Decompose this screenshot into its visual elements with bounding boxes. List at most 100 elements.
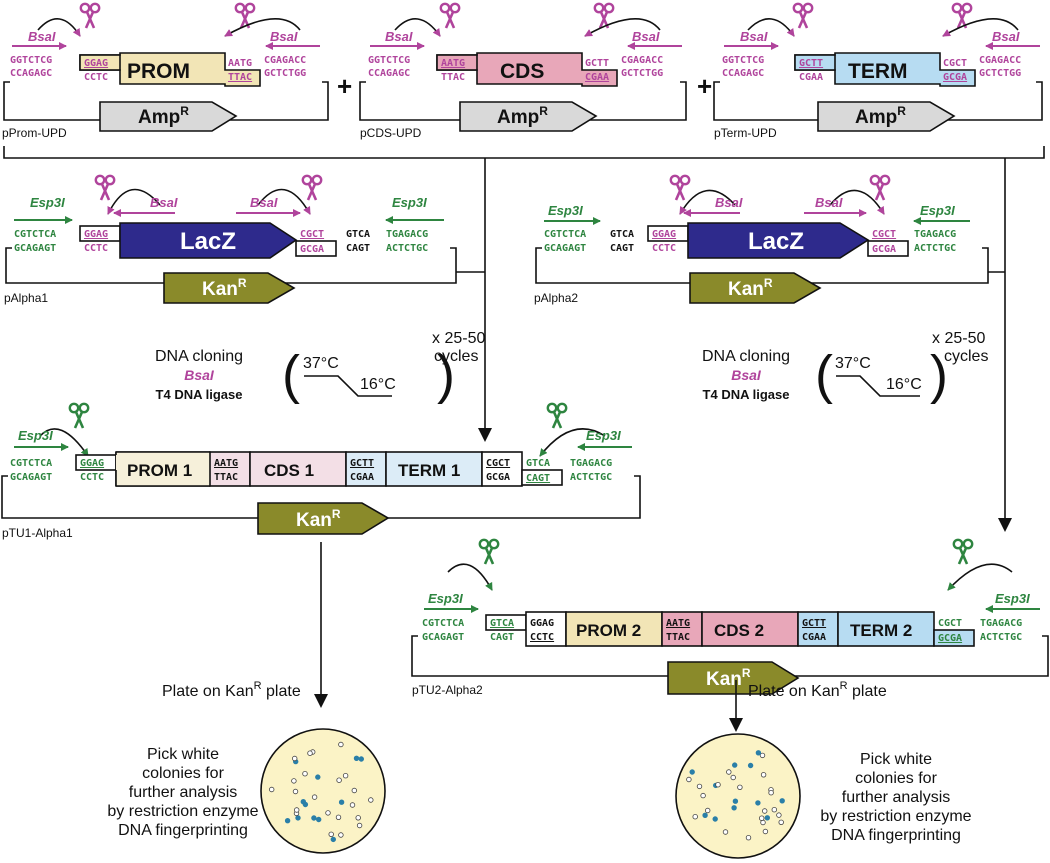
cycles-count: x 25-50 [932, 330, 985, 347]
kan-marker [163, 272, 296, 304]
seq-top: GGTCTCG [368, 55, 410, 66]
bsai-label: BsaI [715, 195, 743, 210]
seq-bot: ACTCTGC [386, 243, 428, 254]
blue-colony [689, 769, 695, 775]
overhang-bot: CCTC [652, 243, 676, 254]
white-colony [715, 782, 721, 788]
bsai-cut-arrow-icon [224, 18, 301, 37]
white-colony [696, 783, 703, 790]
overhang-top: GGAG [530, 618, 554, 629]
overhang-bot: CGAA [585, 72, 609, 83]
overhang-top: GTCA [490, 618, 514, 629]
blue-colony [300, 799, 306, 805]
paren-close: ) [437, 345, 455, 405]
overhang-top: GCTT [802, 618, 826, 629]
white-colony [307, 750, 313, 756]
overhang-bot: CCTC [80, 472, 104, 483]
white-colony [356, 822, 363, 829]
pick-line: DNA fingerprinting [831, 827, 961, 844]
marker-label: KanR [296, 507, 341, 531]
overhang-bot: TTAC [441, 72, 465, 83]
cloning-title: DNA cloning [155, 348, 243, 365]
overhang-top: AATG [214, 458, 238, 469]
bsai-cut-arrow-icon [257, 188, 311, 215]
white-colony [759, 752, 766, 759]
overhang-top: GGAG [84, 229, 108, 240]
overhang-bot: CGAA [350, 472, 374, 483]
esp3i-label: Esp3I [548, 203, 583, 218]
overhang-bot: CCTC [530, 632, 554, 643]
pick-line: further analysis [842, 789, 951, 806]
blue-colony [731, 805, 737, 811]
lacz-part [687, 222, 870, 259]
white-colony [342, 773, 349, 779]
term-label: TERM 1 [398, 461, 460, 480]
bsai-label: BsaI [632, 29, 660, 44]
overhang-bot: GCGA [486, 472, 510, 483]
esp3i-label: Esp3I [995, 591, 1030, 606]
amp-marker [459, 101, 598, 132]
seq-bot: CCAGAGC [368, 68, 410, 79]
scissors-icon [94, 174, 116, 202]
seq-bot: ACTCTGC [570, 472, 612, 483]
pProm-UPD-construct: BsaI BsaI GGTCTCG CCAGAGC GGAG CCTC PROM… [2, 2, 329, 140]
overhang-top: GGAG [80, 458, 104, 469]
cloning-conditions-left: DNA cloning BsaI T4 DNA ligase ( ) 37°C … [155, 330, 485, 405]
scissors-icon [669, 174, 691, 202]
seq-top: GGTCTCG [10, 55, 52, 66]
scissors-icon [952, 538, 974, 566]
plasmid-name: pTU2-Alpha2 [412, 683, 483, 697]
cloning-ligase: T4 DNA ligase [703, 387, 790, 402]
bsai-label: BsaI [270, 29, 298, 44]
overhang-bot: TTAC [666, 632, 690, 643]
paren-open: ( [282, 345, 300, 405]
esp3i-label: Esp3I [30, 195, 65, 210]
overhang-top: GTCA [526, 458, 550, 469]
pick-text-right: Pick white colonies for further analysis… [820, 751, 971, 844]
plasmid-name: pProm-UPD [2, 126, 67, 140]
scissors-icon [546, 402, 568, 430]
prom-label: PROM 1 [127, 461, 192, 480]
white-colony [351, 787, 357, 794]
bsai-label: BsaI [385, 29, 413, 44]
term-label: TERM 2 [850, 621, 912, 640]
overhang-top: AATG [228, 58, 252, 69]
seq-bot: GCAGAGT [10, 472, 52, 483]
scissors-icon [478, 538, 500, 566]
plasmid-name: pAlpha1 [4, 291, 48, 305]
seq-top: CGTCTCA [10, 458, 52, 469]
white-colony [771, 807, 777, 813]
overhang-top: CGCT [938, 618, 962, 629]
white-colony [328, 831, 334, 837]
temperature-profile [304, 375, 392, 397]
plus-sign: + [697, 71, 712, 101]
bsai-cut-arrow-icon [37, 18, 81, 37]
white-colony [338, 832, 344, 838]
seq-bot: CCAGAGC [722, 68, 764, 79]
blue-colony [712, 816, 718, 822]
white-colony [368, 797, 374, 803]
white-colony [325, 810, 331, 816]
scissors-icon [79, 2, 101, 30]
white-colony [760, 772, 767, 778]
blue-colony [311, 815, 317, 821]
overhang-bot: GCGA [938, 633, 962, 644]
seq-top: TGAGACG [386, 229, 428, 240]
temperature-profile [836, 375, 920, 397]
blue-colony [702, 812, 708, 818]
esp3i-cut-arrow-icon [539, 428, 606, 457]
lacz-label: LacZ [180, 228, 236, 255]
overhang-bot: CGAA [799, 72, 823, 83]
blue-colony [284, 818, 291, 824]
amp-marker [817, 101, 956, 132]
overhang-bot: CGAA [802, 632, 826, 643]
plasmid-name: pTU1-Alpha1 [2, 526, 73, 540]
marker-label: AmpR [855, 104, 906, 128]
cloning-enzyme: BsaI [184, 367, 215, 383]
white-colony [692, 814, 698, 820]
overhang-top: AATG [666, 618, 690, 629]
pAlpha1-construct: BsaI BsaI Esp3I Esp3I CGTCTCA GCAGAGT GG… [4, 174, 457, 305]
bsai-label: BsaI [150, 195, 178, 210]
seq-bot: CAGT [610, 243, 634, 254]
seq-bot: GCTCTGG [621, 68, 663, 79]
